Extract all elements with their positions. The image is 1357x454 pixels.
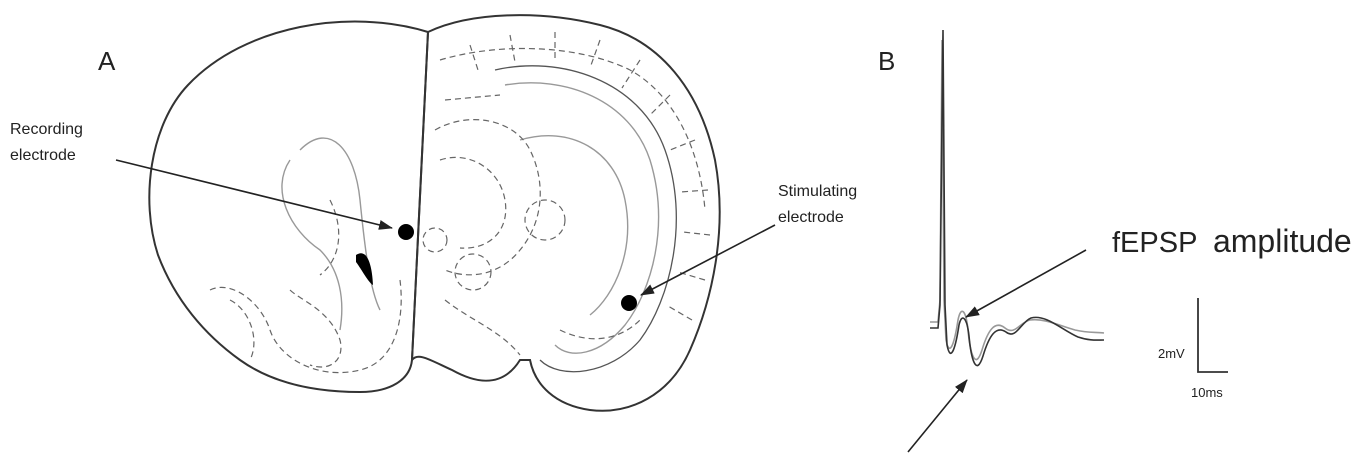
left-striatum-outline xyxy=(282,160,342,330)
left-dashed-3 xyxy=(230,300,254,360)
thalamus-dashed xyxy=(435,120,540,275)
left-ventricle-outline xyxy=(300,138,380,310)
stimulating-label-line2: electrode xyxy=(778,209,844,226)
right-dashed-lower-2 xyxy=(560,320,640,339)
left-dashed-2 xyxy=(290,290,341,367)
fepsp-suffix-text: amplitude xyxy=(1213,223,1352,259)
cortex-radial-dashes xyxy=(445,32,710,320)
panel-b-label: B xyxy=(878,46,895,76)
recording-electrode-dot xyxy=(398,224,414,240)
recording-label-line1: Recording xyxy=(10,121,83,138)
fepsp-prefix-text: fEPSP xyxy=(1112,227,1197,259)
stimulating-arrow xyxy=(641,225,775,295)
fepsp-trace xyxy=(930,30,1104,366)
cortex-layer-dashed xyxy=(440,49,705,210)
scale-bar: 2mV 10ms xyxy=(1158,298,1228,400)
scale-bar-voltage: 2mV xyxy=(1158,346,1185,361)
fepsp-amplitude-arrow xyxy=(966,250,1086,317)
scale-bar-lines xyxy=(1198,298,1228,372)
thalamus-dashed-2 xyxy=(440,157,506,248)
scale-bar-time: 10ms xyxy=(1191,385,1223,400)
midline xyxy=(412,32,428,360)
recording-label-line2: electrode xyxy=(10,147,76,164)
stimulating-label-line1: Stimulating xyxy=(778,183,857,200)
fepsp-trace-dark xyxy=(930,30,1104,366)
fepsp-trace-light xyxy=(930,40,1104,360)
hippocampus-outer xyxy=(495,66,676,372)
hippocampus-inner xyxy=(505,83,659,353)
right-dashed-lower xyxy=(445,300,520,355)
left-hemisphere-outline xyxy=(149,22,428,392)
dashed-nucleus-1 xyxy=(455,254,491,290)
fepsp-amplitude-label: fEPSP amplitude xyxy=(1112,223,1352,259)
hippocampus-inner-2 xyxy=(520,136,628,315)
dashed-nucleus-3 xyxy=(423,228,447,252)
panel-a-label: A xyxy=(98,46,116,76)
brain-section-diagram xyxy=(149,15,719,411)
recording-arrow xyxy=(116,160,392,228)
fepsp-trough-arrow xyxy=(908,380,967,452)
stimulating-electrode-dot xyxy=(621,295,637,311)
left-black-spot xyxy=(356,253,373,285)
